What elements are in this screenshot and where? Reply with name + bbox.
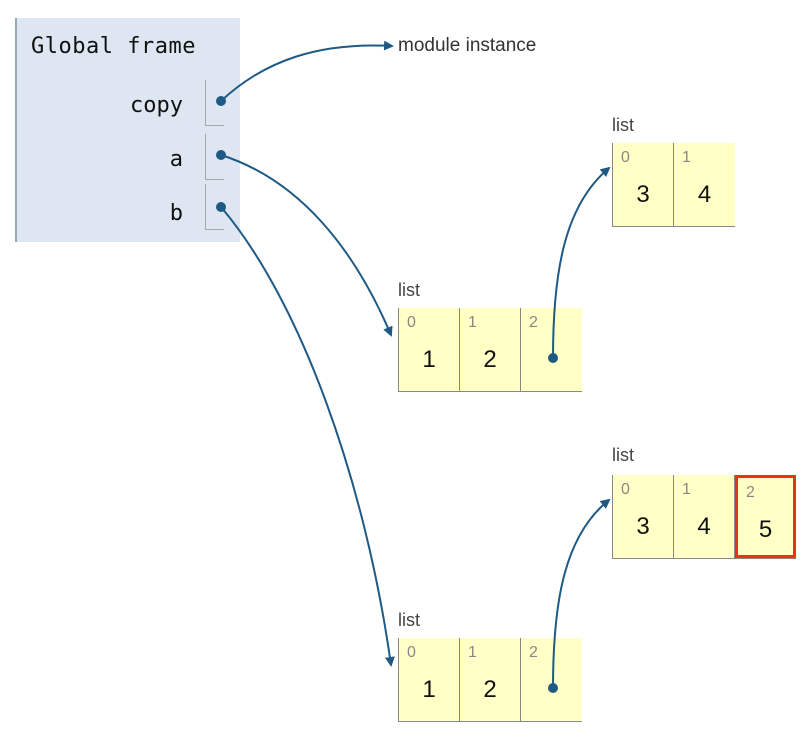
- cell-index: 2: [529, 314, 538, 331]
- cell-index: 0: [407, 314, 416, 331]
- list-label: list: [398, 610, 420, 630]
- cell-index: 1: [682, 149, 691, 166]
- variable-copy-name: copy: [130, 93, 183, 118]
- module-instance-label[interactable]: module instance: [398, 35, 537, 56]
- list-cell: 0 3: [613, 475, 674, 558]
- list-label: list: [398, 280, 420, 300]
- list-object-b-inner[interactable]: 0 3 1 4 2 5: [612, 475, 796, 559]
- cell-value: 4: [697, 513, 711, 540]
- cell-value: 4: [697, 181, 712, 208]
- pointer-arrow-b: [220, 206, 395, 667]
- cell-index: 0: [621, 481, 630, 498]
- variable-b-name: b: [169, 201, 183, 226]
- list-cell: 0 1: [399, 638, 460, 721]
- pointer-arrow-a: [220, 154, 393, 337]
- list-object-b[interactable]: 0 1 1 2 2: [398, 638, 582, 722]
- list-cell-reference: 2: [521, 638, 582, 721]
- list-cell: 1 2: [460, 638, 521, 721]
- list-cell-reference: 2: [521, 308, 582, 391]
- list-cell: 0 1: [399, 308, 460, 391]
- cell-value: 1: [422, 346, 436, 373]
- cell-value: 3: [636, 513, 650, 540]
- list-label: list: [612, 445, 634, 465]
- variable-a-name: a: [169, 147, 183, 172]
- list-cell: 1 4: [674, 143, 735, 226]
- frame-title: Global frame: [31, 34, 196, 59]
- cell-index: 2: [746, 484, 755, 501]
- cell-index: 0: [407, 644, 416, 661]
- list-cell-highlighted: 2 5: [735, 475, 796, 558]
- list-label: list: [612, 115, 634, 135]
- variable-copy-slot[interactable]: [205, 80, 224, 126]
- cell-index: 2: [529, 644, 538, 661]
- list-object-a[interactable]: 0 1 1 2 2: [398, 308, 582, 392]
- cell-value: 5: [758, 516, 773, 543]
- list-cell: 0 3: [613, 143, 674, 226]
- variable-b-slot[interactable]: [205, 184, 224, 230]
- cell-value: 1: [422, 676, 436, 703]
- list-cell: 1 4: [674, 475, 735, 558]
- list-object-a-inner[interactable]: 0 3 1 4: [612, 143, 735, 227]
- list-cell: 1 2: [460, 308, 521, 391]
- variable-a-slot[interactable]: [205, 134, 224, 180]
- cell-index: 0: [621, 149, 630, 166]
- cell-index: 1: [682, 481, 691, 498]
- cell-value: 2: [483, 676, 497, 703]
- cell-value: 2: [483, 346, 497, 373]
- pointer-arrow-copy: [220, 40, 394, 102]
- cell-index: 1: [468, 314, 477, 331]
- cell-index: 1: [468, 644, 477, 661]
- cell-value: 3: [636, 181, 650, 208]
- global-frame: Global frame copy a b: [15, 18, 240, 242]
